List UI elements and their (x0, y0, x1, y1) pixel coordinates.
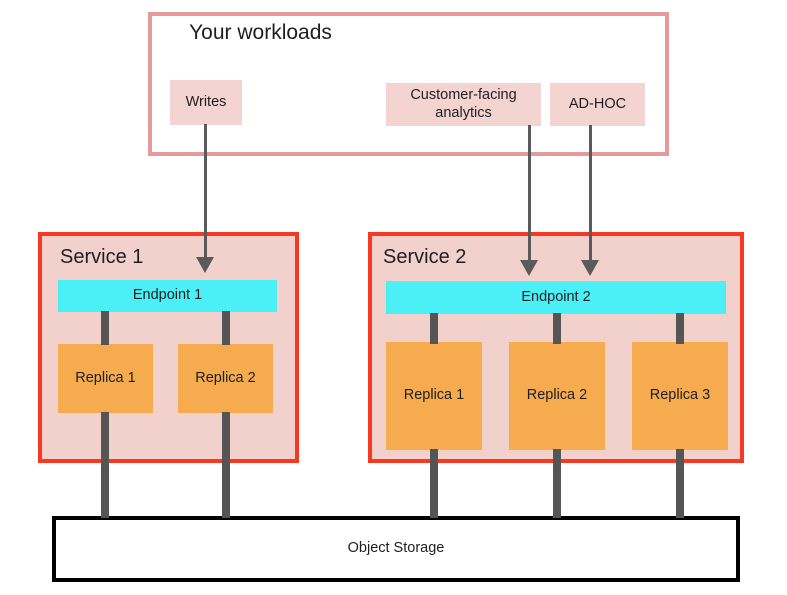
arrow-adhoc-to-endpoint2-head (581, 260, 599, 276)
arrow-analytics-to-endpoint2-head (520, 260, 538, 276)
connector-endpoint2-to-replica2 (553, 313, 561, 344)
service-2-replica-1[interactable]: Replica 1 (386, 342, 482, 450)
connector-endpoint2-to-replica1 (430, 313, 438, 344)
arrow-analytics-to-endpoint2-shaft (528, 125, 531, 262)
service-1-replica-1[interactable]: Replica 1 (58, 344, 153, 413)
connector-s2-replica1-to-storage (430, 449, 438, 518)
service-1-replica-2[interactable]: Replica 2 (178, 344, 273, 413)
service-2-label: Service 2 (383, 246, 467, 268)
service-2-replica-3[interactable]: Replica 3 (632, 342, 728, 450)
workload-chip-writes[interactable]: Writes (170, 80, 242, 125)
connector-s1-replica1-to-storage (101, 412, 109, 518)
object-storage-container: Object Storage (52, 516, 740, 582)
arrow-writes-to-endpoint1-head (196, 257, 214, 273)
workloads-title: Your workloads (189, 21, 332, 44)
connector-s2-replica2-to-storage (553, 449, 561, 518)
service-1-endpoint[interactable]: Endpoint 1 (58, 280, 277, 312)
connector-endpoint1-to-replica1 (101, 311, 109, 345)
workload-chip-ad-hoc[interactable]: AD-HOC (550, 83, 645, 126)
service-2-endpoint[interactable]: Endpoint 2 (386, 281, 726, 314)
connector-endpoint2-to-replica3 (676, 313, 684, 344)
connector-s1-replica2-to-storage (222, 412, 230, 518)
connector-endpoint1-to-replica2 (222, 311, 230, 345)
workload-chip-customer-facing-analytics[interactable]: Customer-facing analytics (386, 83, 541, 126)
service-1-label: Service 1 (60, 246, 144, 268)
connector-s2-replica3-to-storage (676, 449, 684, 518)
arrow-writes-to-endpoint1-shaft (204, 124, 207, 259)
service-2-replica-2[interactable]: Replica 2 (509, 342, 605, 450)
arrow-adhoc-to-endpoint2-shaft (589, 125, 592, 262)
